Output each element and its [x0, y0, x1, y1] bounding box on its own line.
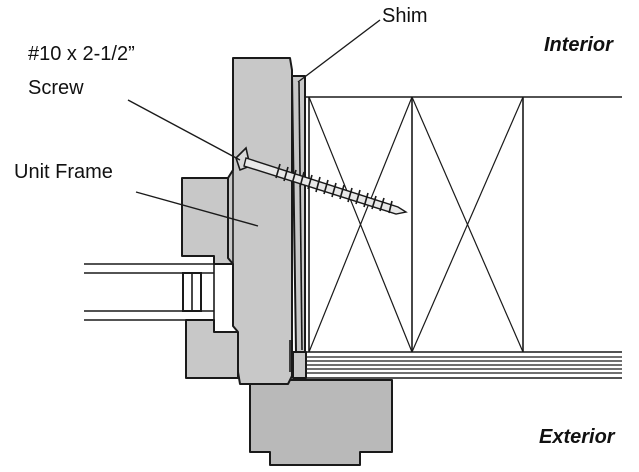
sill-plate-layers — [305, 351, 622, 379]
shim-leader — [297, 19, 381, 83]
exterior-label: Exterior — [539, 426, 616, 448]
glass-unit — [84, 263, 215, 321]
screw-leader — [127, 99, 241, 161]
screw-size-label: #10 x 2-1/2” — [28, 43, 135, 65]
shim-label: Shim — [382, 5, 428, 27]
shim-base — [292, 351, 307, 379]
wall-stud — [305, 96, 622, 353]
interior-label: Interior — [544, 34, 614, 56]
shim — [291, 75, 307, 379]
screw — [235, 146, 408, 215]
unit-frame-label: Unit Frame — [14, 161, 113, 183]
unit-frame-leader — [135, 191, 259, 227]
screw-label: Screw — [28, 77, 84, 99]
